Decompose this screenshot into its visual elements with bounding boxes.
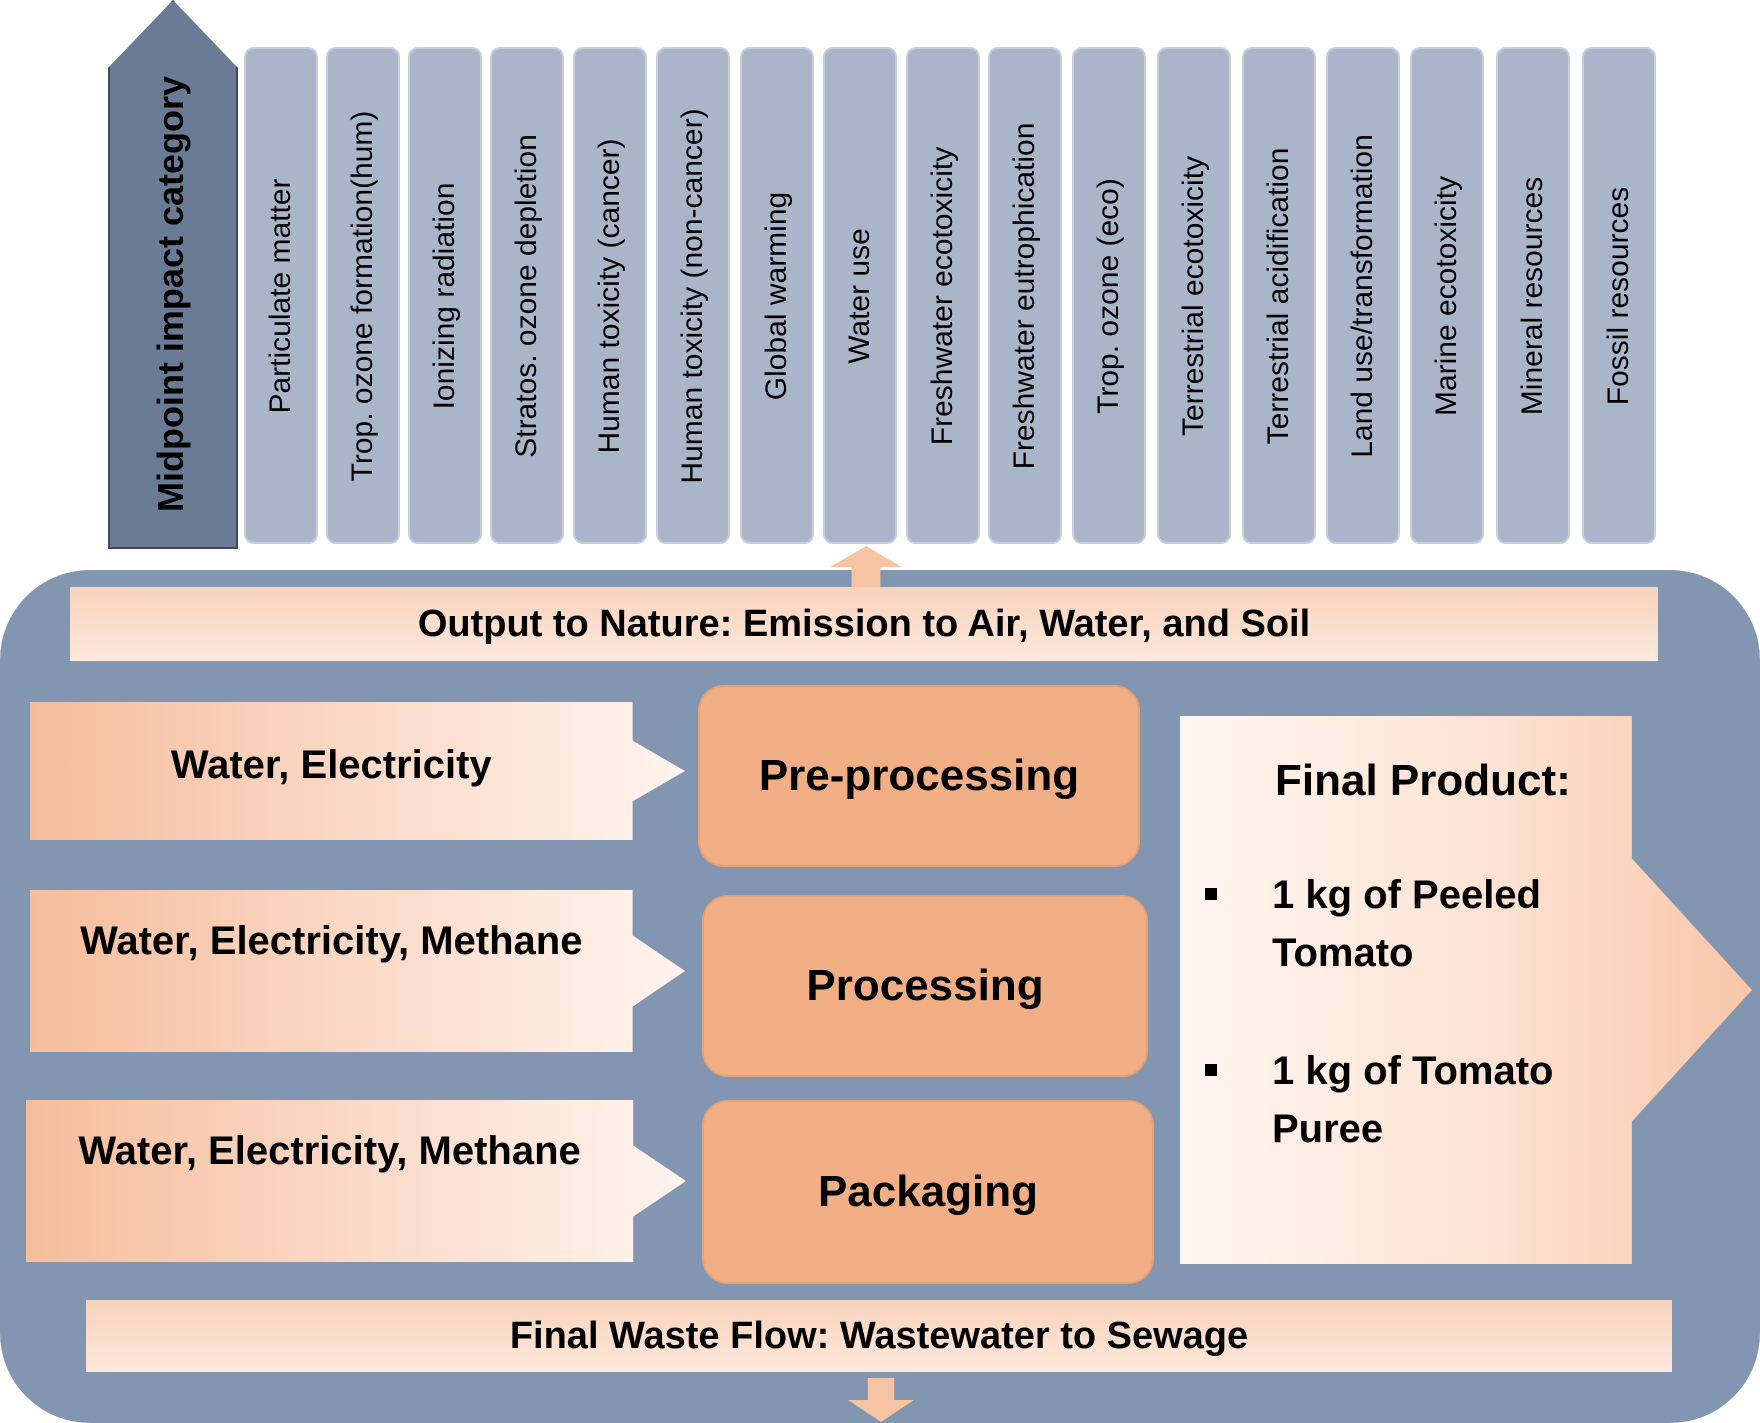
category-label: Freshwater eutrophication bbox=[1008, 122, 1041, 469]
category-label: Marine ecotoxicity bbox=[1430, 175, 1463, 416]
final-product-title: Final Product: bbox=[1275, 756, 1571, 805]
input-label: Water, Electricity bbox=[170, 743, 492, 788]
category-column: Human toxicity (cancer) bbox=[573, 47, 647, 544]
category-column: Water use bbox=[823, 47, 897, 544]
category-label: Global warming bbox=[760, 191, 793, 400]
category-column: Stratos. ozone depletion bbox=[490, 47, 564, 544]
category-column: Particulate matter bbox=[244, 47, 318, 544]
midpoint-header-label: Midpoint impact category bbox=[150, 76, 191, 513]
final-product-item: 1 kg of Tomato Puree bbox=[1180, 1042, 1602, 1158]
final-product-arrow: Final Product: 1 kg of Peeled Tomato 1 k… bbox=[1180, 716, 1752, 1264]
square-bullet-icon bbox=[1205, 888, 1217, 900]
category-label: Terrestrial acidification bbox=[1262, 147, 1295, 444]
category-column: Global warming bbox=[740, 47, 814, 544]
header-arrow-shape bbox=[108, 0, 238, 549]
input-label: Water, Electricity, Methane bbox=[80, 919, 583, 964]
input-arrow-processing: Water, Electricity, Methane bbox=[30, 890, 685, 1052]
category-label: Fossil resources bbox=[1602, 186, 1635, 405]
category-column: Terrestrial acidification bbox=[1242, 47, 1316, 544]
packaging-box: Packaging bbox=[702, 1100, 1154, 1284]
category-label: Stratos. ozone depletion bbox=[510, 133, 543, 458]
input-arrow-shape bbox=[26, 1100, 686, 1262]
category-label: Mineral resources bbox=[1516, 176, 1549, 415]
category-column: Human toxicity (non-cancer) bbox=[656, 47, 730, 544]
category-column: Freshwater eutrophication bbox=[988, 47, 1062, 544]
category-column: Ionizing radiation bbox=[408, 47, 482, 544]
square-bullet-icon bbox=[1205, 1064, 1217, 1076]
processing-box: Processing bbox=[702, 895, 1148, 1077]
category-column: Freshwater ecotoxicity bbox=[906, 47, 980, 544]
category-column: Trop. ozone formation(hum) bbox=[326, 47, 400, 544]
category-label: Trop. ozone formation(hum) bbox=[346, 110, 379, 481]
category-label: Human toxicity (cancer) bbox=[593, 137, 626, 454]
category-label: Human toxicity (non-cancer) bbox=[676, 107, 709, 484]
input-arrow-shape bbox=[30, 702, 685, 840]
category-label: Land use/transformation bbox=[1346, 133, 1379, 458]
input-label: Water, Electricity, Methane bbox=[78, 1129, 581, 1174]
final-product-list: 1 kg of Peeled Tomato 1 kg of Tomato Pur… bbox=[1180, 866, 1602, 1218]
input-arrow-shape bbox=[30, 890, 685, 1052]
category-label: Terrestrial ecotoxicity bbox=[1177, 155, 1210, 436]
output-to-nature-banner: Output to Nature: Emission to Air, Water… bbox=[70, 587, 1658, 661]
category-label: Ionizing radiation bbox=[428, 182, 461, 409]
final-product-item: 1 kg of Peeled Tomato bbox=[1180, 866, 1602, 982]
final-waste-flow-banner: Final Waste Flow: Wastewater to Sewage bbox=[86, 1300, 1672, 1372]
input-arrow-packaging: Water, Electricity, Methane bbox=[26, 1100, 686, 1262]
category-column: Fossil resources bbox=[1582, 47, 1656, 544]
category-label: Freshwater ecotoxicity bbox=[926, 146, 959, 445]
category-column: Land use/transformation bbox=[1326, 47, 1400, 544]
category-column: Marine ecotoxicity bbox=[1410, 47, 1484, 544]
category-label: Particulate matter bbox=[264, 177, 297, 414]
category-label: Water use bbox=[843, 227, 876, 364]
category-column: Mineral resources bbox=[1496, 47, 1570, 544]
category-column: Terrestrial ecotoxicity bbox=[1157, 47, 1231, 544]
midpoint-header-arrow: Midpoint impact category bbox=[108, 0, 238, 549]
category-column: Trop. ozone (eco) bbox=[1072, 47, 1146, 544]
input-arrow-preprocessing: Water, Electricity bbox=[30, 702, 685, 840]
category-label: Trop. ozone (eco) bbox=[1092, 177, 1125, 414]
pre-processing-box: Pre-processing bbox=[698, 685, 1140, 867]
